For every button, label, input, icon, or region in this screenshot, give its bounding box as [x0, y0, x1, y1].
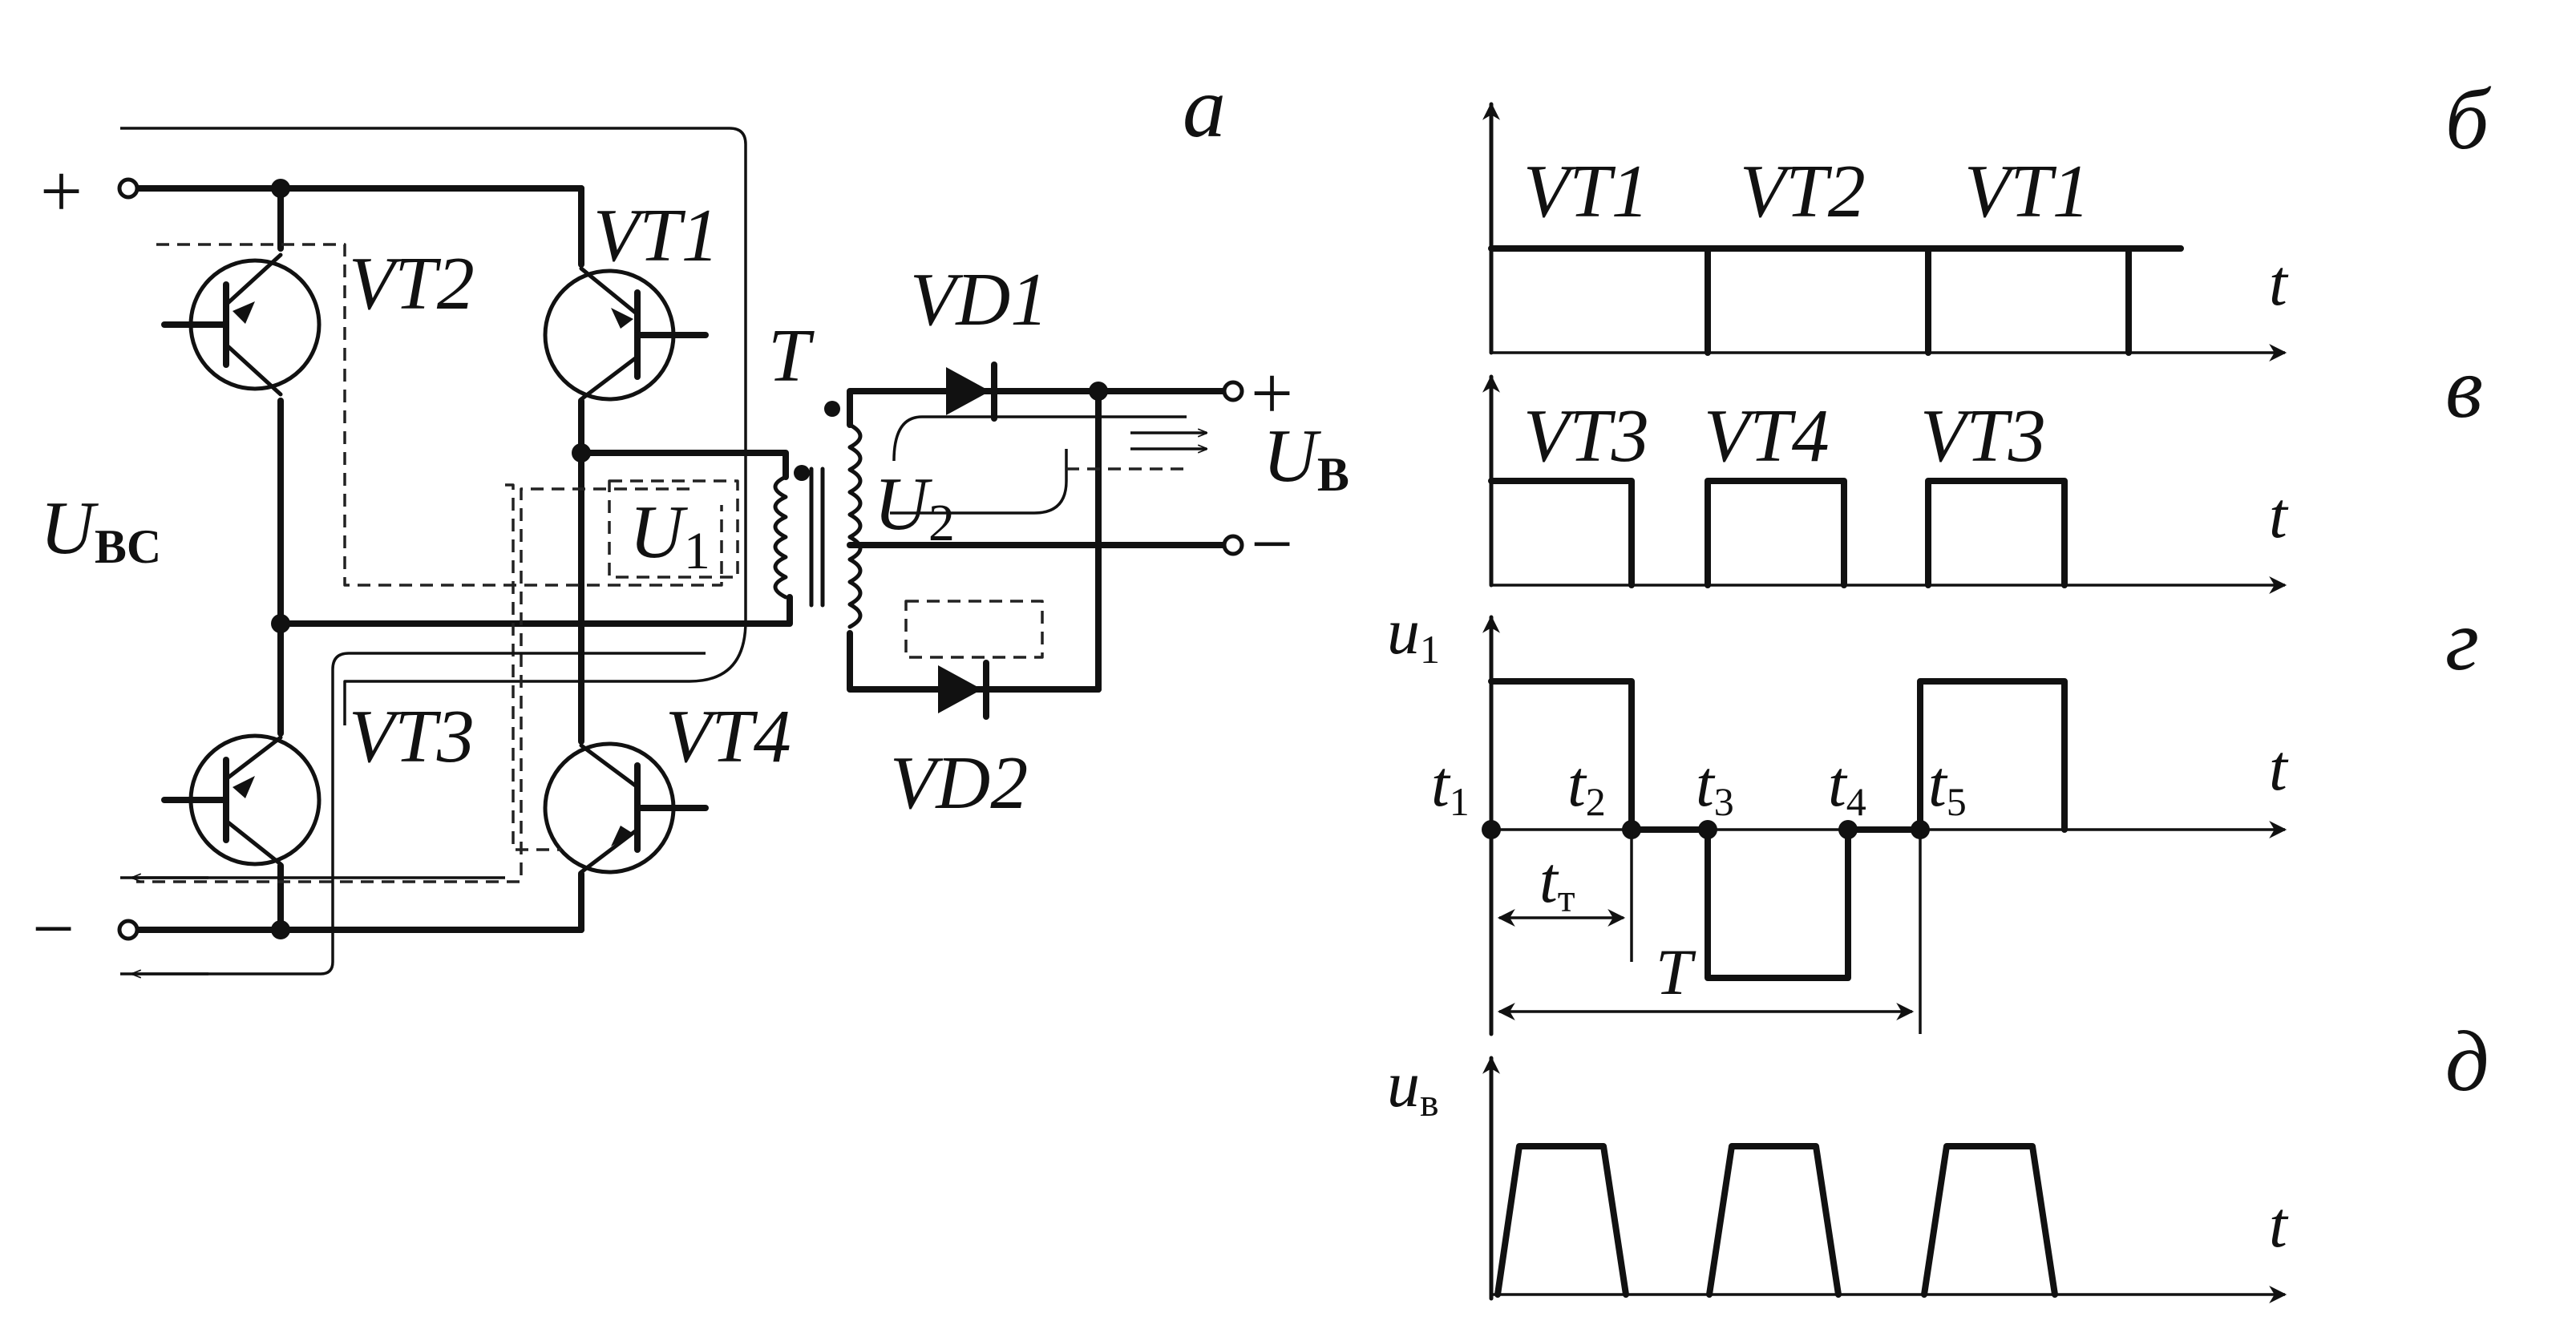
- plus-sign: +: [40, 150, 83, 233]
- circuit-diagram: + −: [32, 60, 1349, 974]
- panel-label-g: г: [2445, 593, 2479, 689]
- transistor-vt1: [543, 266, 709, 402]
- transformer: [773, 401, 863, 629]
- label-state: VT2: [1740, 150, 1866, 233]
- time-axis-label: t: [2269, 731, 2289, 804]
- secondary-current-path: [890, 449, 1068, 515]
- label-u1: U1: [629, 491, 710, 580]
- ub-axis-label: uв: [1387, 1048, 1439, 1125]
- instant-dot: [1698, 820, 1717, 839]
- switch-waveform-v: [1488, 478, 2068, 588]
- label-state: VT3: [1523, 394, 1649, 478]
- negative-terminal: [117, 919, 140, 941]
- primary-bottom-wire: [277, 594, 793, 627]
- primary-winding: [773, 475, 788, 600]
- junction-dot: [1089, 382, 1108, 401]
- label-vt4: VT4: [665, 695, 791, 778]
- output-minus-sign: −: [1251, 503, 1293, 586]
- timing-panel-g: u1 t1 t2 t3 t4 t5 t tт T г: [1387, 593, 2479, 1036]
- secondary-loop-dashed: [904, 600, 1044, 659]
- diode-vd2: [938, 660, 989, 720]
- timing-panel-d: uв t д: [1387, 1014, 2489, 1303]
- instant-label-t4: t4: [1828, 747, 1866, 824]
- label-u-b: UB: [1263, 414, 1349, 501]
- label-vt1: VT1: [593, 194, 719, 277]
- pulse-width-label: tт: [1539, 843, 1575, 920]
- label-vd2: VD2: [890, 741, 1028, 825]
- current-path-dashed: [136, 487, 689, 883]
- primary-top-wire: [578, 450, 789, 480]
- time-axis-label: t: [2269, 1188, 2289, 1261]
- panel-label-a: а: [1183, 60, 1226, 156]
- u1-waveform: [1488, 678, 2068, 981]
- primary-loop-dashed: [608, 479, 739, 579]
- transistor-vt3: [161, 733, 321, 866]
- panel-label-b: б: [2445, 72, 2492, 168]
- output-negative-terminal: [1222, 534, 1244, 556]
- label-u2: U2: [874, 462, 955, 552]
- output-positive-terminal: [1222, 380, 1244, 402]
- label-u-bc: UBC: [40, 487, 161, 573]
- junction-dot: [271, 920, 290, 939]
- label-transformer: T: [768, 314, 815, 398]
- instant-dot: [1838, 820, 1858, 839]
- time-axis-label: t: [2269, 479, 2289, 551]
- positive-terminal: [117, 177, 140, 200]
- secondary-top-wire: [847, 388, 1102, 428]
- instant-label-t3: t3: [1696, 747, 1734, 824]
- instant-label-t5: t5: [1928, 747, 1967, 824]
- current-path-dashed: [505, 483, 561, 851]
- junction-dot: [271, 614, 290, 633]
- output-waveform: [1494, 1143, 2058, 1298]
- time-axis-label: t: [2269, 246, 2289, 319]
- diode-vd1: [946, 362, 997, 422]
- label-vt3: VT3: [349, 695, 475, 778]
- secondary-bottom-wire: [847, 630, 1102, 693]
- panel-label-d: д: [2445, 1014, 2489, 1109]
- return-path: [120, 652, 706, 975]
- instant-label-t2: t2: [1567, 747, 1606, 824]
- transistor-vt2: [161, 252, 321, 397]
- label-vt2: VT2: [349, 242, 475, 325]
- transistor-vt4: [543, 741, 709, 875]
- switch-waveform-b: [1488, 245, 2184, 356]
- secondary-winding: [847, 422, 863, 629]
- label-state: VT1: [1964, 150, 2090, 233]
- output-plus-sign: +: [1251, 352, 1293, 435]
- label-state: VT1: [1523, 150, 1649, 233]
- control-wire-top: [120, 127, 747, 725]
- timing-panel-v: VT3 VT4 VT3 t в: [1482, 341, 2483, 594]
- period-label: T: [1656, 935, 1696, 1008]
- label-vd1: VD1: [910, 258, 1048, 341]
- u1-axis-label: u1: [1387, 595, 1440, 672]
- timing-panel-b: VT1 VT2 VT1 t б: [1482, 72, 2492, 362]
- junction-dot: [271, 179, 290, 198]
- instant-label-t1: t1: [1431, 747, 1470, 824]
- instant-dot: [1482, 820, 1501, 839]
- secondary-current-path: [892, 415, 1187, 462]
- label-state: VT3: [1920, 394, 2046, 478]
- label-state: VT4: [1704, 394, 1830, 478]
- panel-label-v: в: [2445, 341, 2483, 436]
- junction-dot: [572, 443, 591, 462]
- minus-sign: −: [32, 887, 75, 971]
- current-path-dashed: [156, 243, 723, 587]
